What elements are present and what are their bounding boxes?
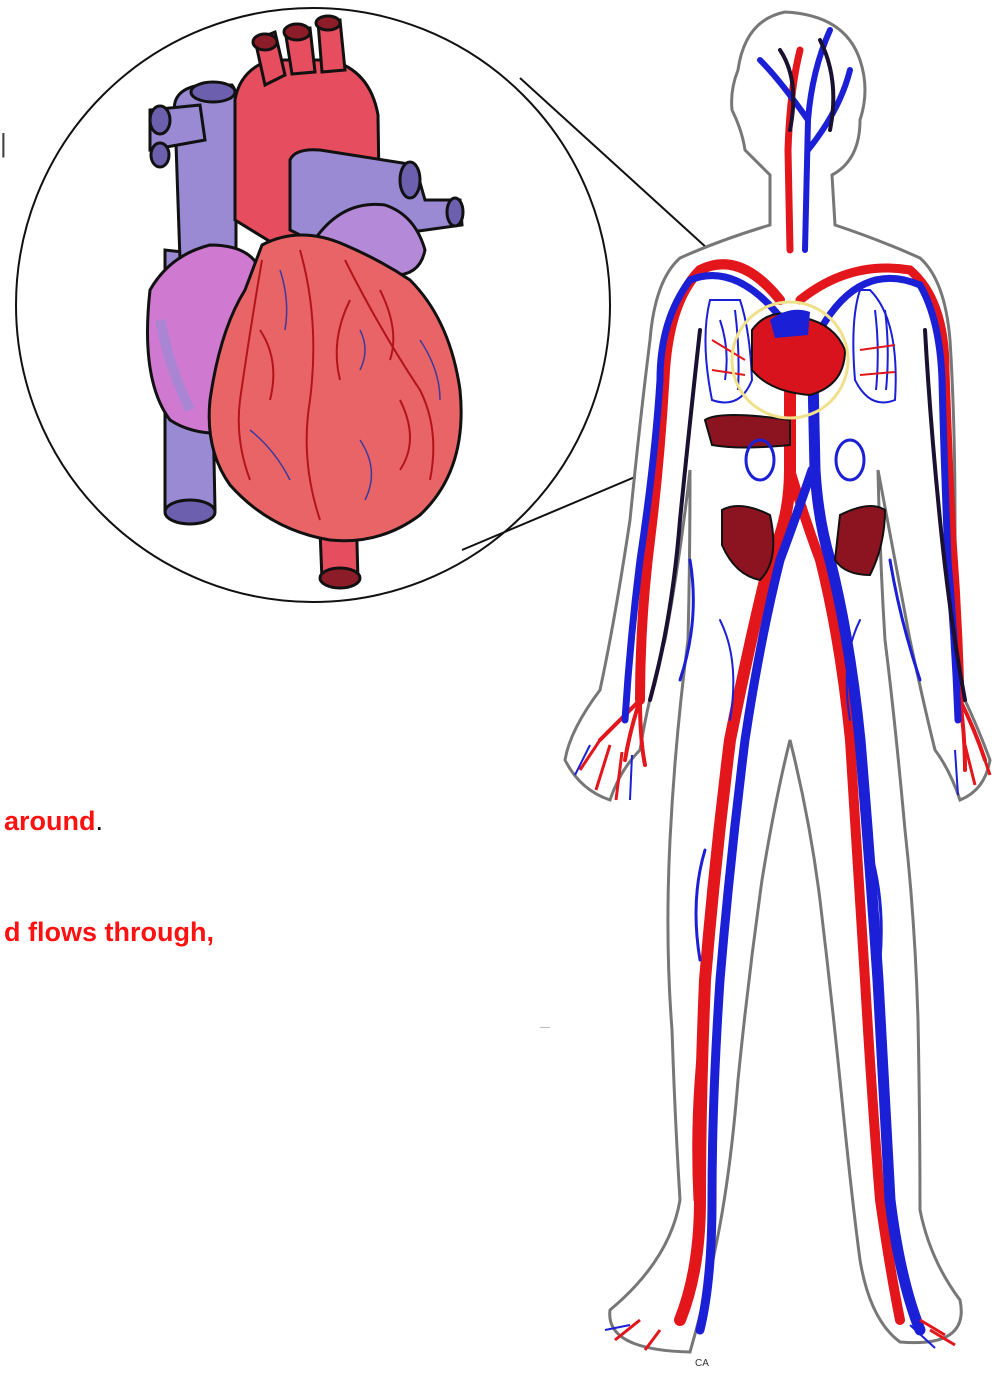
caption-line-2-text: d flows through, bbox=[4, 917, 214, 947]
stray-mark-bottom: CA bbox=[695, 1358, 709, 1369]
caption-line-2: d flows through, bbox=[4, 917, 214, 948]
stray-mark-mid: — bbox=[540, 1022, 550, 1033]
human-circulatory-figure-icon bbox=[565, 12, 990, 1352]
caption-line-1: around. bbox=[4, 806, 103, 837]
stray-mark-left: | bbox=[0, 128, 7, 159]
caption-line-1-period: . bbox=[96, 806, 104, 836]
caption-line-1-text: around bbox=[4, 806, 96, 836]
liver-icon bbox=[705, 415, 790, 448]
